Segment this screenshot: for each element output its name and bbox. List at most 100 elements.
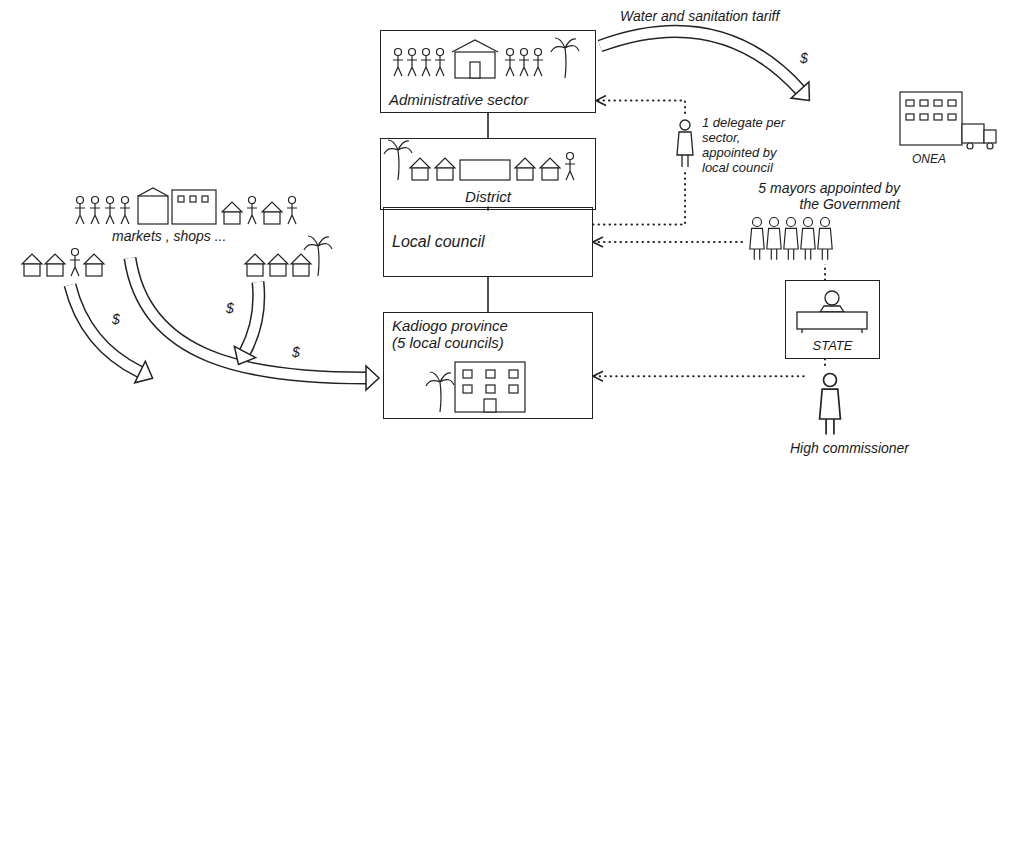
houses-drawing	[540, 158, 560, 180]
building-drawing	[455, 362, 525, 412]
markets-drawing	[287, 197, 297, 225]
markets-drawing	[90, 197, 100, 225]
markets-drawing	[138, 196, 168, 224]
markets-drawing	[190, 196, 196, 202]
delegate-figure	[677, 120, 693, 167]
money-arrow	[245, 282, 259, 352]
connector-line	[487, 277, 489, 312]
connector-line	[487, 113, 489, 138]
money-arrow	[135, 361, 153, 383]
markets-drawing	[120, 197, 130, 225]
huts-drawing	[245, 236, 332, 276]
place-label: markets , shops ...	[112, 228, 226, 244]
people-drawing	[407, 49, 417, 77]
onea-building	[906, 114, 914, 120]
markets-drawing	[75, 197, 85, 225]
council-box: Local council	[383, 207, 593, 277]
huts-drawing	[268, 254, 288, 276]
mayors-figures	[767, 218, 781, 260]
onea-building	[920, 114, 928, 120]
people-drawing	[421, 49, 431, 77]
onea-building	[962, 124, 984, 143]
building-name: ONEA	[912, 153, 946, 167]
money-arrow	[234, 282, 258, 364]
building-drawing	[509, 385, 518, 393]
people-drawing	[452, 40, 498, 52]
node-text: Kadiogo province (5 local councils)	[392, 317, 517, 352]
province-box: Kadiogo province (5 local councils)	[383, 312, 593, 419]
people-drawing	[455, 52, 495, 78]
money-sign: $	[800, 50, 808, 66]
huts-drawing	[304, 236, 332, 276]
building-drawing	[463, 370, 472, 378]
mayors-figures	[818, 218, 832, 260]
mayors-figures	[784, 218, 798, 260]
official-at-desk	[820, 306, 844, 312]
huts-drawing	[291, 254, 311, 276]
markets-drawing	[105, 197, 115, 225]
markets-drawing	[178, 196, 184, 202]
mayors-figures	[745, 214, 835, 264]
state-box: STATE	[785, 280, 880, 359]
commissioner-figure	[806, 368, 856, 438]
building-drawing	[484, 399, 496, 412]
tariff-arrow	[600, 31, 800, 90]
onea-building	[984, 130, 996, 143]
onea-building	[934, 100, 942, 106]
huts-drawing	[245, 254, 265, 276]
money-sign: $	[112, 311, 120, 327]
money-arrow	[130, 258, 379, 390]
houses-drawing	[384, 140, 575, 180]
node-text: Local council	[392, 233, 485, 251]
node-text: Administrative sector	[389, 91, 528, 108]
official-at-desk	[802, 329, 862, 333]
tariff-arrow	[791, 82, 809, 101]
mayors-figures	[745, 214, 835, 264]
people-drawing	[470, 62, 480, 78]
markets-drawing	[75, 188, 297, 224]
official-at-desk	[825, 291, 839, 305]
building-drawing	[486, 370, 495, 378]
mayors-figures	[801, 218, 815, 260]
people-drawing	[551, 38, 579, 78]
onea-building	[900, 92, 996, 149]
houses-drawing	[410, 158, 430, 180]
onea-building	[948, 100, 956, 106]
official-at-desk	[797, 312, 867, 329]
node-text: STATE	[813, 339, 853, 354]
markets-drawing	[222, 202, 242, 224]
markets-drawing	[138, 188, 168, 196]
onea-building	[948, 114, 956, 120]
building-drawing	[463, 385, 472, 393]
huts-drawing	[84, 254, 104, 276]
houses-drawing	[435, 158, 455, 180]
people-drawing	[393, 38, 579, 78]
flow-label: Water and sanitation tariff	[620, 8, 779, 24]
houses-drawing	[460, 160, 510, 180]
onea-building	[906, 100, 914, 106]
money-arrow	[70, 285, 140, 372]
sector-box: Administrative sector	[380, 30, 596, 113]
onea-building	[920, 100, 928, 106]
commissioner-figure	[820, 374, 841, 435]
markets-drawing	[172, 190, 216, 224]
building-drawing	[486, 385, 495, 393]
tariff-arrow	[600, 31, 800, 90]
money-arrow	[245, 282, 259, 352]
money-sign: $	[226, 300, 234, 316]
district-box: District	[380, 138, 596, 210]
houses-drawing	[384, 140, 412, 180]
people-drawing	[505, 49, 515, 77]
note-label: 5 mayors appointed by the Government	[740, 180, 900, 212]
note-label: 1 delegate per sector, appointed by loca…	[702, 116, 797, 176]
node-text: District	[465, 188, 511, 205]
people-drawing	[533, 49, 543, 77]
onea-building	[967, 143, 973, 149]
people-drawing	[519, 49, 529, 77]
tariff-arrow	[600, 31, 809, 100]
building-drawing	[426, 372, 454, 412]
huts-drawing	[70, 249, 80, 277]
